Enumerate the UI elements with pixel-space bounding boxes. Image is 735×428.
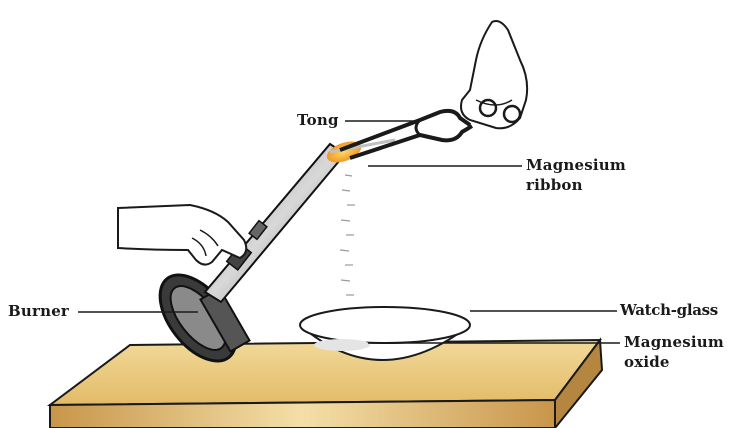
label-ribbon-line1: Magnesium [526,156,626,175]
label-burner: Burner [8,302,69,321]
left-hand [118,205,246,265]
table-front [50,400,555,428]
burner [145,144,345,375]
label-ribbon-line2: ribbon [526,176,583,195]
label-oxide-line2: oxide [624,353,670,372]
right-hand [461,21,527,128]
wooden-table [50,340,602,428]
label-watch-glass: Watch-glass [620,301,718,320]
label-oxide-line1: Magnesium [624,333,724,352]
magnesium-oxide-powder [314,339,370,351]
label-tong: Tong [297,111,339,130]
